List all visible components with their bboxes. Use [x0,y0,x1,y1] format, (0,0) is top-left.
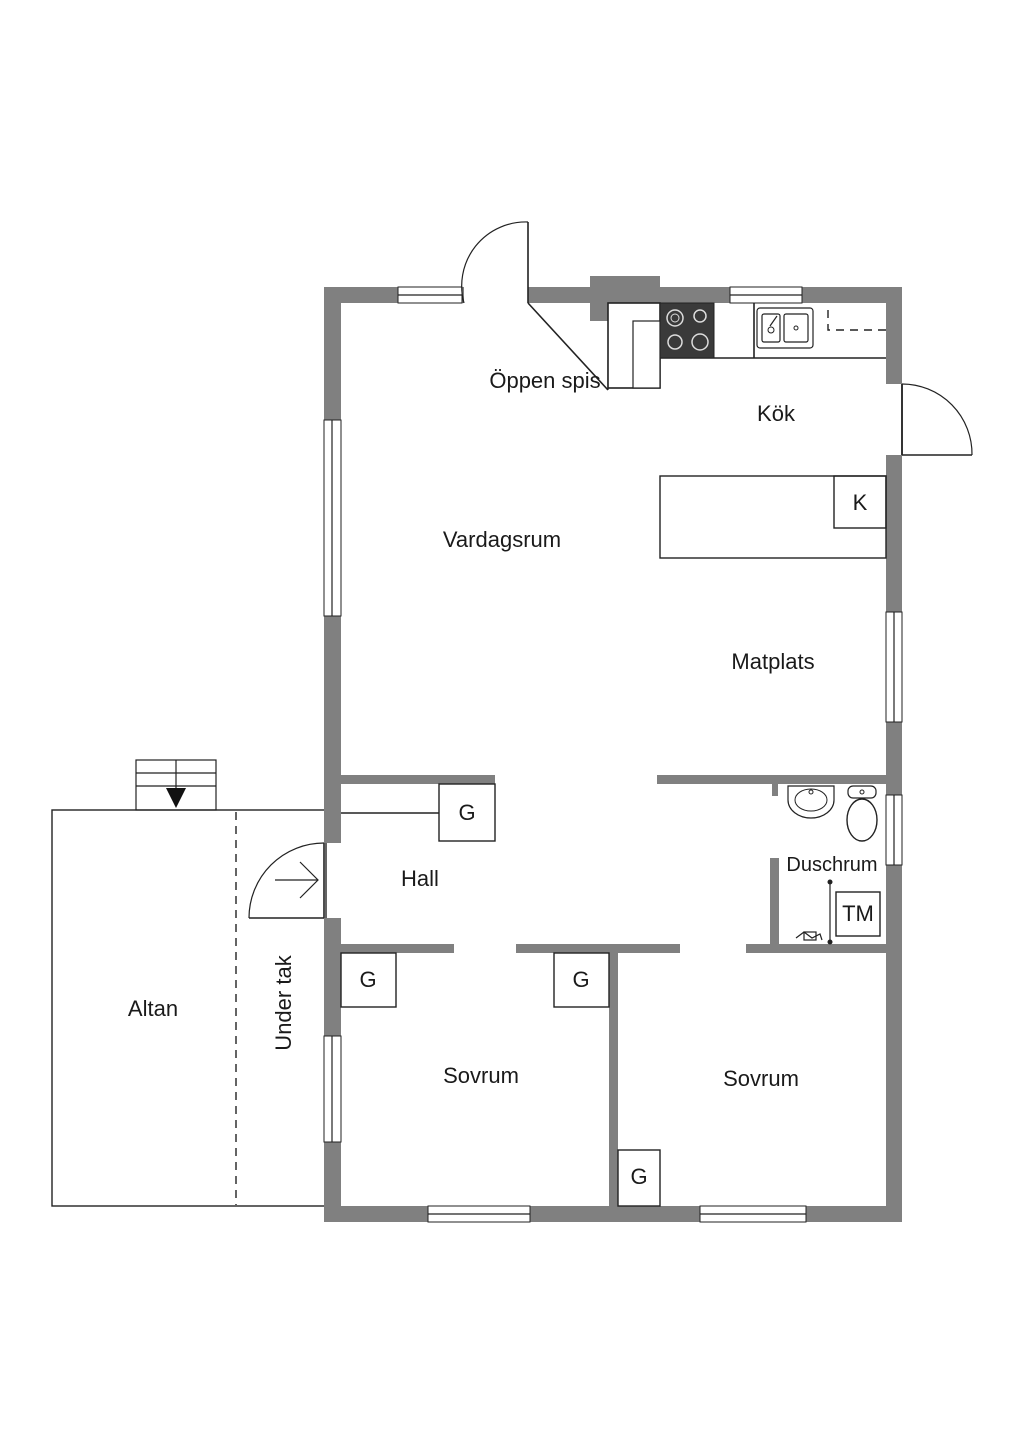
stove-icon [659,302,715,359]
interior-walls [341,775,886,1206]
washer-icon [835,891,881,937]
washer-label: TM [842,901,874,926]
down-arrow-icon [166,788,186,808]
room-label-bedroom-left: Sovrum [443,1063,519,1088]
room-label-living-room: Vardagsrum [443,527,561,552]
room-label-bedroom-right: Sovrum [723,1066,799,1091]
washbasin-icon [787,785,835,819]
room-label-dining: Matplats [731,649,814,674]
wardrobe-label: G [630,1164,647,1189]
room-label-kitchen: Kök [757,401,796,426]
kitchen-counter [659,302,886,359]
room-label-bathroom: Duschrum [786,854,877,876]
sink-icon [756,307,814,349]
kitchen-door [901,383,973,456]
wardrobe-label: G [359,967,376,992]
bedroom-wardrobes: G G G [340,952,661,1207]
room-label-deck: Altan [128,996,178,1021]
wardrobe-label: G [572,967,589,992]
top-door [461,221,529,304]
hall-wardrobe: G [341,783,496,842]
room-label-hall: Hall [401,866,439,891]
bathroom-fixtures: TM [787,785,881,945]
hall-door [248,842,325,919]
kitchen-island: K [659,475,887,559]
label-under-roof: Under tak [271,954,296,1050]
toilet-icon [847,785,877,799]
windows [323,286,903,1223]
steps [135,759,217,811]
wardrobe-label: G [458,800,475,825]
room-label-fireplace: Öppen spis [489,368,600,393]
fireplace [607,302,661,389]
shower-mixer-icon [795,931,823,941]
fridge-label: K [853,490,868,515]
